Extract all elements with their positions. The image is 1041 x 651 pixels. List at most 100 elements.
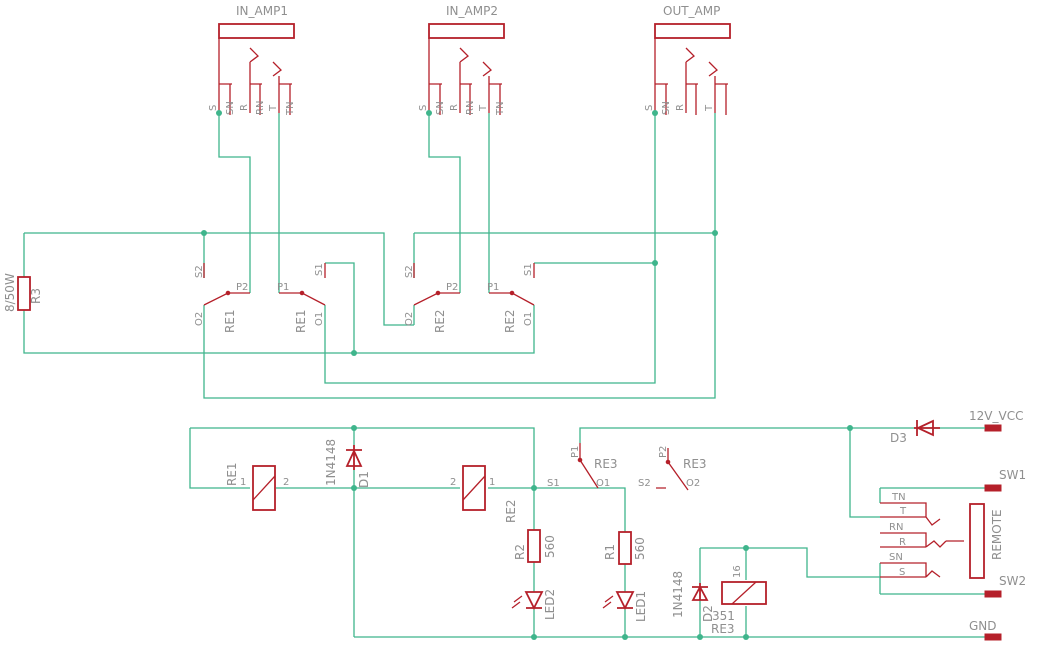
diode-d2: 1N4148 D2 bbox=[671, 571, 715, 622]
svg-text:RN: RN bbox=[465, 101, 476, 115]
svg-text:560: 560 bbox=[543, 535, 557, 558]
svg-text:T: T bbox=[704, 104, 715, 112]
in-amp1-jack: IN_AMP1 bbox=[218, 4, 295, 115]
svg-text:560: 560 bbox=[633, 537, 647, 560]
svg-text:T: T bbox=[478, 104, 489, 112]
out-amp-jack: OUT_AMP bbox=[654, 4, 731, 115]
net-gnd: GND bbox=[969, 619, 1002, 641]
led2: LED2 bbox=[511, 589, 557, 620]
net-12v-vcc: 12V_VCC bbox=[940, 409, 1023, 432]
svg-text:SN: SN bbox=[661, 101, 672, 115]
bottom-junctions bbox=[351, 425, 853, 640]
diode-d1: 1N4148 D1 bbox=[324, 439, 371, 488]
svg-text:O2: O2 bbox=[686, 478, 700, 489]
in-amp2-jack: IN_AMP2 bbox=[428, 4, 505, 115]
svg-text:RE1: RE1 bbox=[223, 309, 237, 333]
svg-text:16: 16 bbox=[732, 565, 743, 578]
re3-contact-2: P2 RE3 S2 O2 bbox=[638, 446, 707, 491]
svg-text:LED2: LED2 bbox=[543, 589, 557, 620]
re1-contact-a: S2 P2 O2 RE1 bbox=[194, 263, 250, 333]
svg-text:S2: S2 bbox=[404, 265, 415, 278]
svg-text:SN: SN bbox=[225, 101, 236, 115]
svg-text:O2: O2 bbox=[404, 312, 415, 326]
svg-text:T: T bbox=[268, 104, 279, 112]
out-amp-label: OUT_AMP bbox=[663, 4, 720, 18]
re3-contact-1: P1 RE3 O1 bbox=[570, 443, 618, 489]
svg-text:S1: S1 bbox=[547, 478, 560, 489]
resistor-r1: R1 560 bbox=[603, 531, 647, 565]
svg-text:O1: O1 bbox=[314, 312, 325, 326]
svg-text:S1: S1 bbox=[523, 263, 534, 276]
svg-text:S: S bbox=[208, 105, 219, 111]
svg-text:P2: P2 bbox=[236, 282, 248, 293]
svg-text:1N4148: 1N4148 bbox=[671, 571, 685, 618]
svg-text:S: S bbox=[899, 567, 905, 578]
svg-text:GND: GND bbox=[969, 619, 997, 633]
top-junctions bbox=[201, 110, 718, 356]
svg-text:RN: RN bbox=[889, 522, 903, 533]
svg-text:SN: SN bbox=[889, 552, 903, 563]
resistor-r2: R2 560 bbox=[513, 529, 557, 563]
remote-label: REMOTE bbox=[990, 509, 1004, 560]
remote-pin-labels: TN T RN R SN S bbox=[889, 492, 907, 578]
svg-text:O2: O2 bbox=[194, 312, 205, 326]
in-amp2-pin-labels: S SN R RN T TN bbox=[418, 101, 506, 116]
svg-text:351: 351 bbox=[712, 609, 735, 623]
svg-text:RE3: RE3 bbox=[711, 622, 735, 636]
svg-text:TN: TN bbox=[495, 101, 506, 116]
re1-coil: 1 2 RE1 bbox=[225, 462, 289, 511]
svg-text:RE1: RE1 bbox=[294, 309, 308, 333]
svg-text:R1: R1 bbox=[603, 544, 617, 560]
re3-coil: 16 351 RE3 bbox=[711, 565, 767, 636]
in-amp2-label: IN_AMP2 bbox=[446, 4, 498, 18]
led1: LED1 bbox=[602, 591, 648, 622]
in-amp1-pin-labels: S SN R RN T TN bbox=[208, 101, 296, 116]
svg-text:D1: D1 bbox=[357, 471, 371, 488]
svg-text:1: 1 bbox=[489, 477, 495, 488]
re2-coil: 2 1 RE2 bbox=[450, 465, 518, 523]
svg-text:1: 1 bbox=[240, 477, 246, 488]
svg-text:LED1: LED1 bbox=[634, 591, 648, 622]
svg-text:TN: TN bbox=[891, 492, 906, 503]
svg-text:P2: P2 bbox=[658, 446, 669, 458]
svg-text:P1: P1 bbox=[277, 282, 289, 293]
in-amp1-label: IN_AMP1 bbox=[236, 4, 288, 18]
r3-value: 8/50W bbox=[3, 273, 17, 312]
remote-jack: REMOTE bbox=[880, 502, 1004, 579]
diode-d3: D3 bbox=[890, 419, 940, 445]
svg-text:D3: D3 bbox=[890, 431, 907, 445]
svg-text:P1: P1 bbox=[570, 446, 581, 458]
bottom-wiring bbox=[189, 427, 987, 638]
svg-text:S: S bbox=[644, 105, 655, 111]
re2-contact-bottom: S1 bbox=[547, 478, 560, 489]
svg-text:T: T bbox=[899, 506, 907, 517]
svg-text:D2: D2 bbox=[701, 605, 715, 622]
svg-text:S1: S1 bbox=[314, 263, 325, 276]
svg-text:2: 2 bbox=[450, 477, 456, 488]
r3-name: R3 bbox=[29, 288, 43, 304]
svg-text:S2: S2 bbox=[194, 265, 205, 278]
out-amp-pin-labels: S SN R T bbox=[644, 101, 715, 115]
svg-text:RE1: RE1 bbox=[225, 462, 239, 486]
svg-text:RE2: RE2 bbox=[504, 499, 518, 523]
svg-text:R: R bbox=[675, 104, 686, 111]
svg-text:R: R bbox=[449, 104, 460, 111]
svg-text:R2: R2 bbox=[513, 544, 527, 560]
svg-text:S: S bbox=[418, 105, 429, 111]
svg-text:RE3: RE3 bbox=[594, 457, 618, 471]
svg-text:SW1: SW1 bbox=[999, 468, 1026, 482]
svg-text:RE3: RE3 bbox=[683, 457, 707, 471]
svg-text:P2: P2 bbox=[446, 282, 458, 293]
svg-text:TN: TN bbox=[285, 101, 296, 116]
svg-text:R: R bbox=[239, 104, 250, 111]
top-wiring bbox=[23, 113, 716, 399]
svg-text:RN: RN bbox=[255, 101, 266, 115]
svg-text:1N4148: 1N4148 bbox=[324, 439, 338, 486]
svg-text:O1: O1 bbox=[523, 312, 534, 326]
svg-text:12V_VCC: 12V_VCC bbox=[969, 409, 1023, 423]
svg-text:SW2: SW2 bbox=[999, 574, 1026, 588]
net-sw1: SW1 bbox=[984, 468, 1026, 492]
svg-text:SN: SN bbox=[435, 101, 446, 115]
resistor-r3: R3 8/50W bbox=[3, 273, 43, 312]
